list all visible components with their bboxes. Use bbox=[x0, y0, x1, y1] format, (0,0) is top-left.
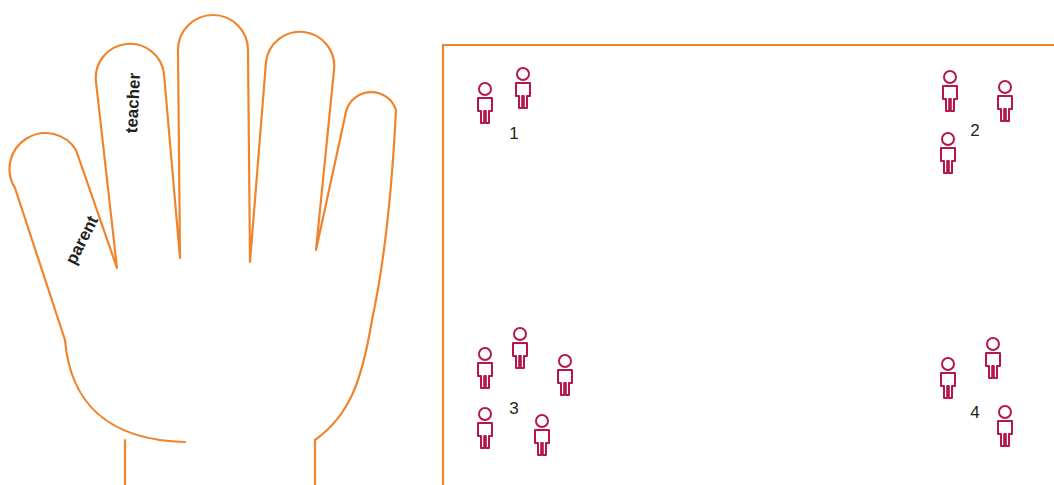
person-icon bbox=[941, 358, 955, 398]
finger-label: teacher bbox=[123, 72, 143, 133]
hand-outline bbox=[10, 15, 396, 485]
person-icon bbox=[478, 408, 492, 448]
person-icon bbox=[516, 68, 530, 108]
wrist-line bbox=[314, 440, 316, 485]
finger-label: parent bbox=[63, 213, 102, 267]
group-number: 1 bbox=[509, 125, 518, 142]
hand-contour bbox=[10, 15, 396, 440]
people-groups bbox=[478, 68, 1012, 455]
group-number: 2 bbox=[970, 122, 979, 139]
person-icon bbox=[998, 406, 1012, 446]
person-icon bbox=[558, 355, 572, 395]
person-icon bbox=[943, 71, 957, 111]
person-icon bbox=[478, 83, 492, 123]
person-icon bbox=[513, 328, 527, 368]
palm-edge bbox=[65, 340, 185, 442]
person-icon bbox=[941, 133, 955, 173]
person-icon bbox=[998, 81, 1012, 121]
person-icon bbox=[478, 348, 492, 388]
room-outline bbox=[443, 45, 1054, 485]
wrist-line bbox=[124, 440, 126, 485]
person-icon bbox=[986, 338, 1000, 378]
group-number: 4 bbox=[970, 404, 979, 421]
group-number: 3 bbox=[509, 400, 518, 417]
person-icon bbox=[535, 415, 549, 455]
